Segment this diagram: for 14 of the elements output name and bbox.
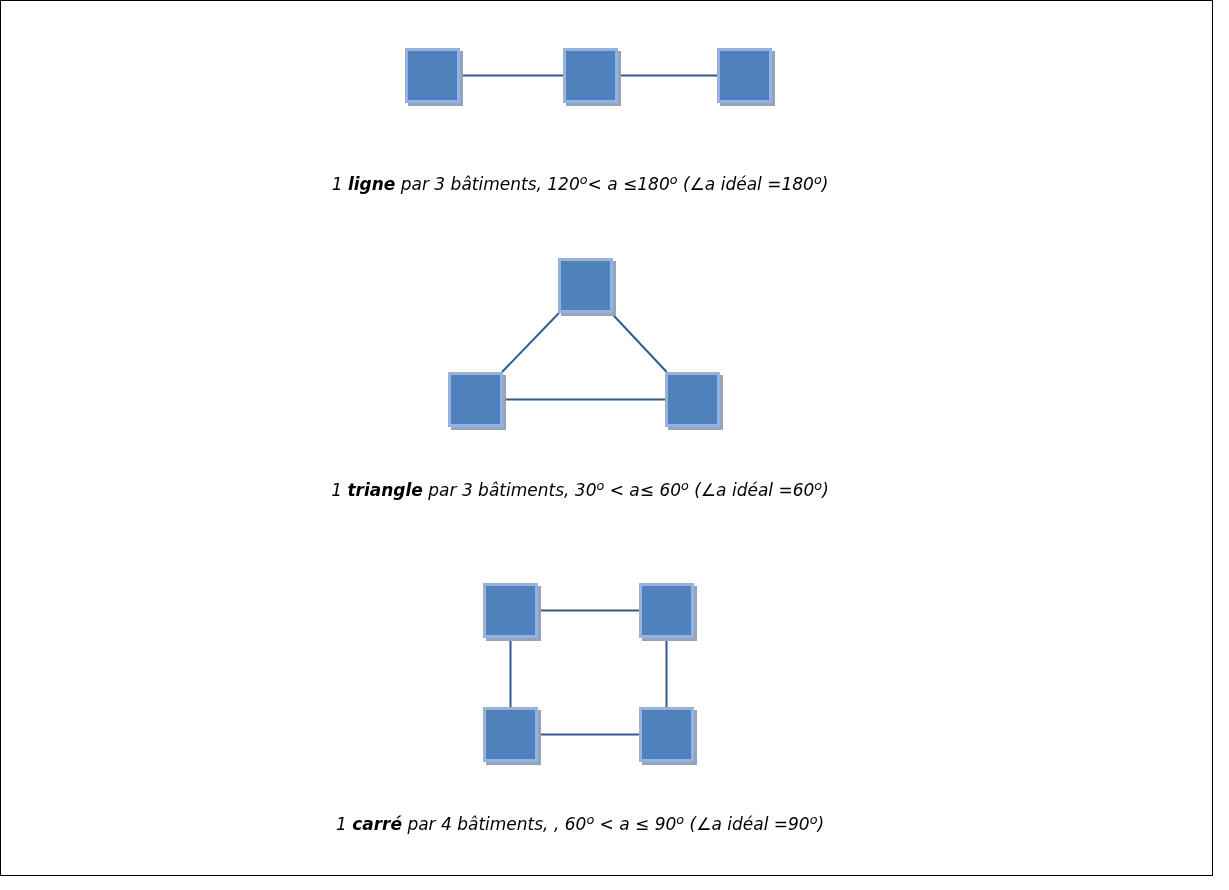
- building-square: [483, 583, 538, 638]
- caption-text: 1 triangle par 3 bâtiments, 30$^{o}$ < a≤ 60$^{o}$ (∠a idéal =60$^{o}$): [330, 478, 830, 502]
- building-square: [665, 372, 720, 427]
- building-square: [483, 707, 538, 762]
- building-square: [558, 258, 613, 313]
- caption-text: 1 ligne par 3 bâtiments, 120$^{o}$< a ≤180$^{o}$ (∠a idéal =180$^{o}$): [330, 172, 830, 196]
- building-square: [639, 707, 694, 762]
- caption-text: 1 carré par 4 bâtiments, , 60$^{o}$ < a ≤ 90$^{o}$ (∠a idéal =90$^{o}$): [334, 812, 826, 836]
- building-square: [448, 372, 503, 427]
- building-square: [405, 48, 460, 103]
- building-square: [563, 48, 618, 103]
- building-square: [717, 48, 772, 103]
- building-square: [639, 583, 694, 638]
- connector-line: [501, 312, 560, 373]
